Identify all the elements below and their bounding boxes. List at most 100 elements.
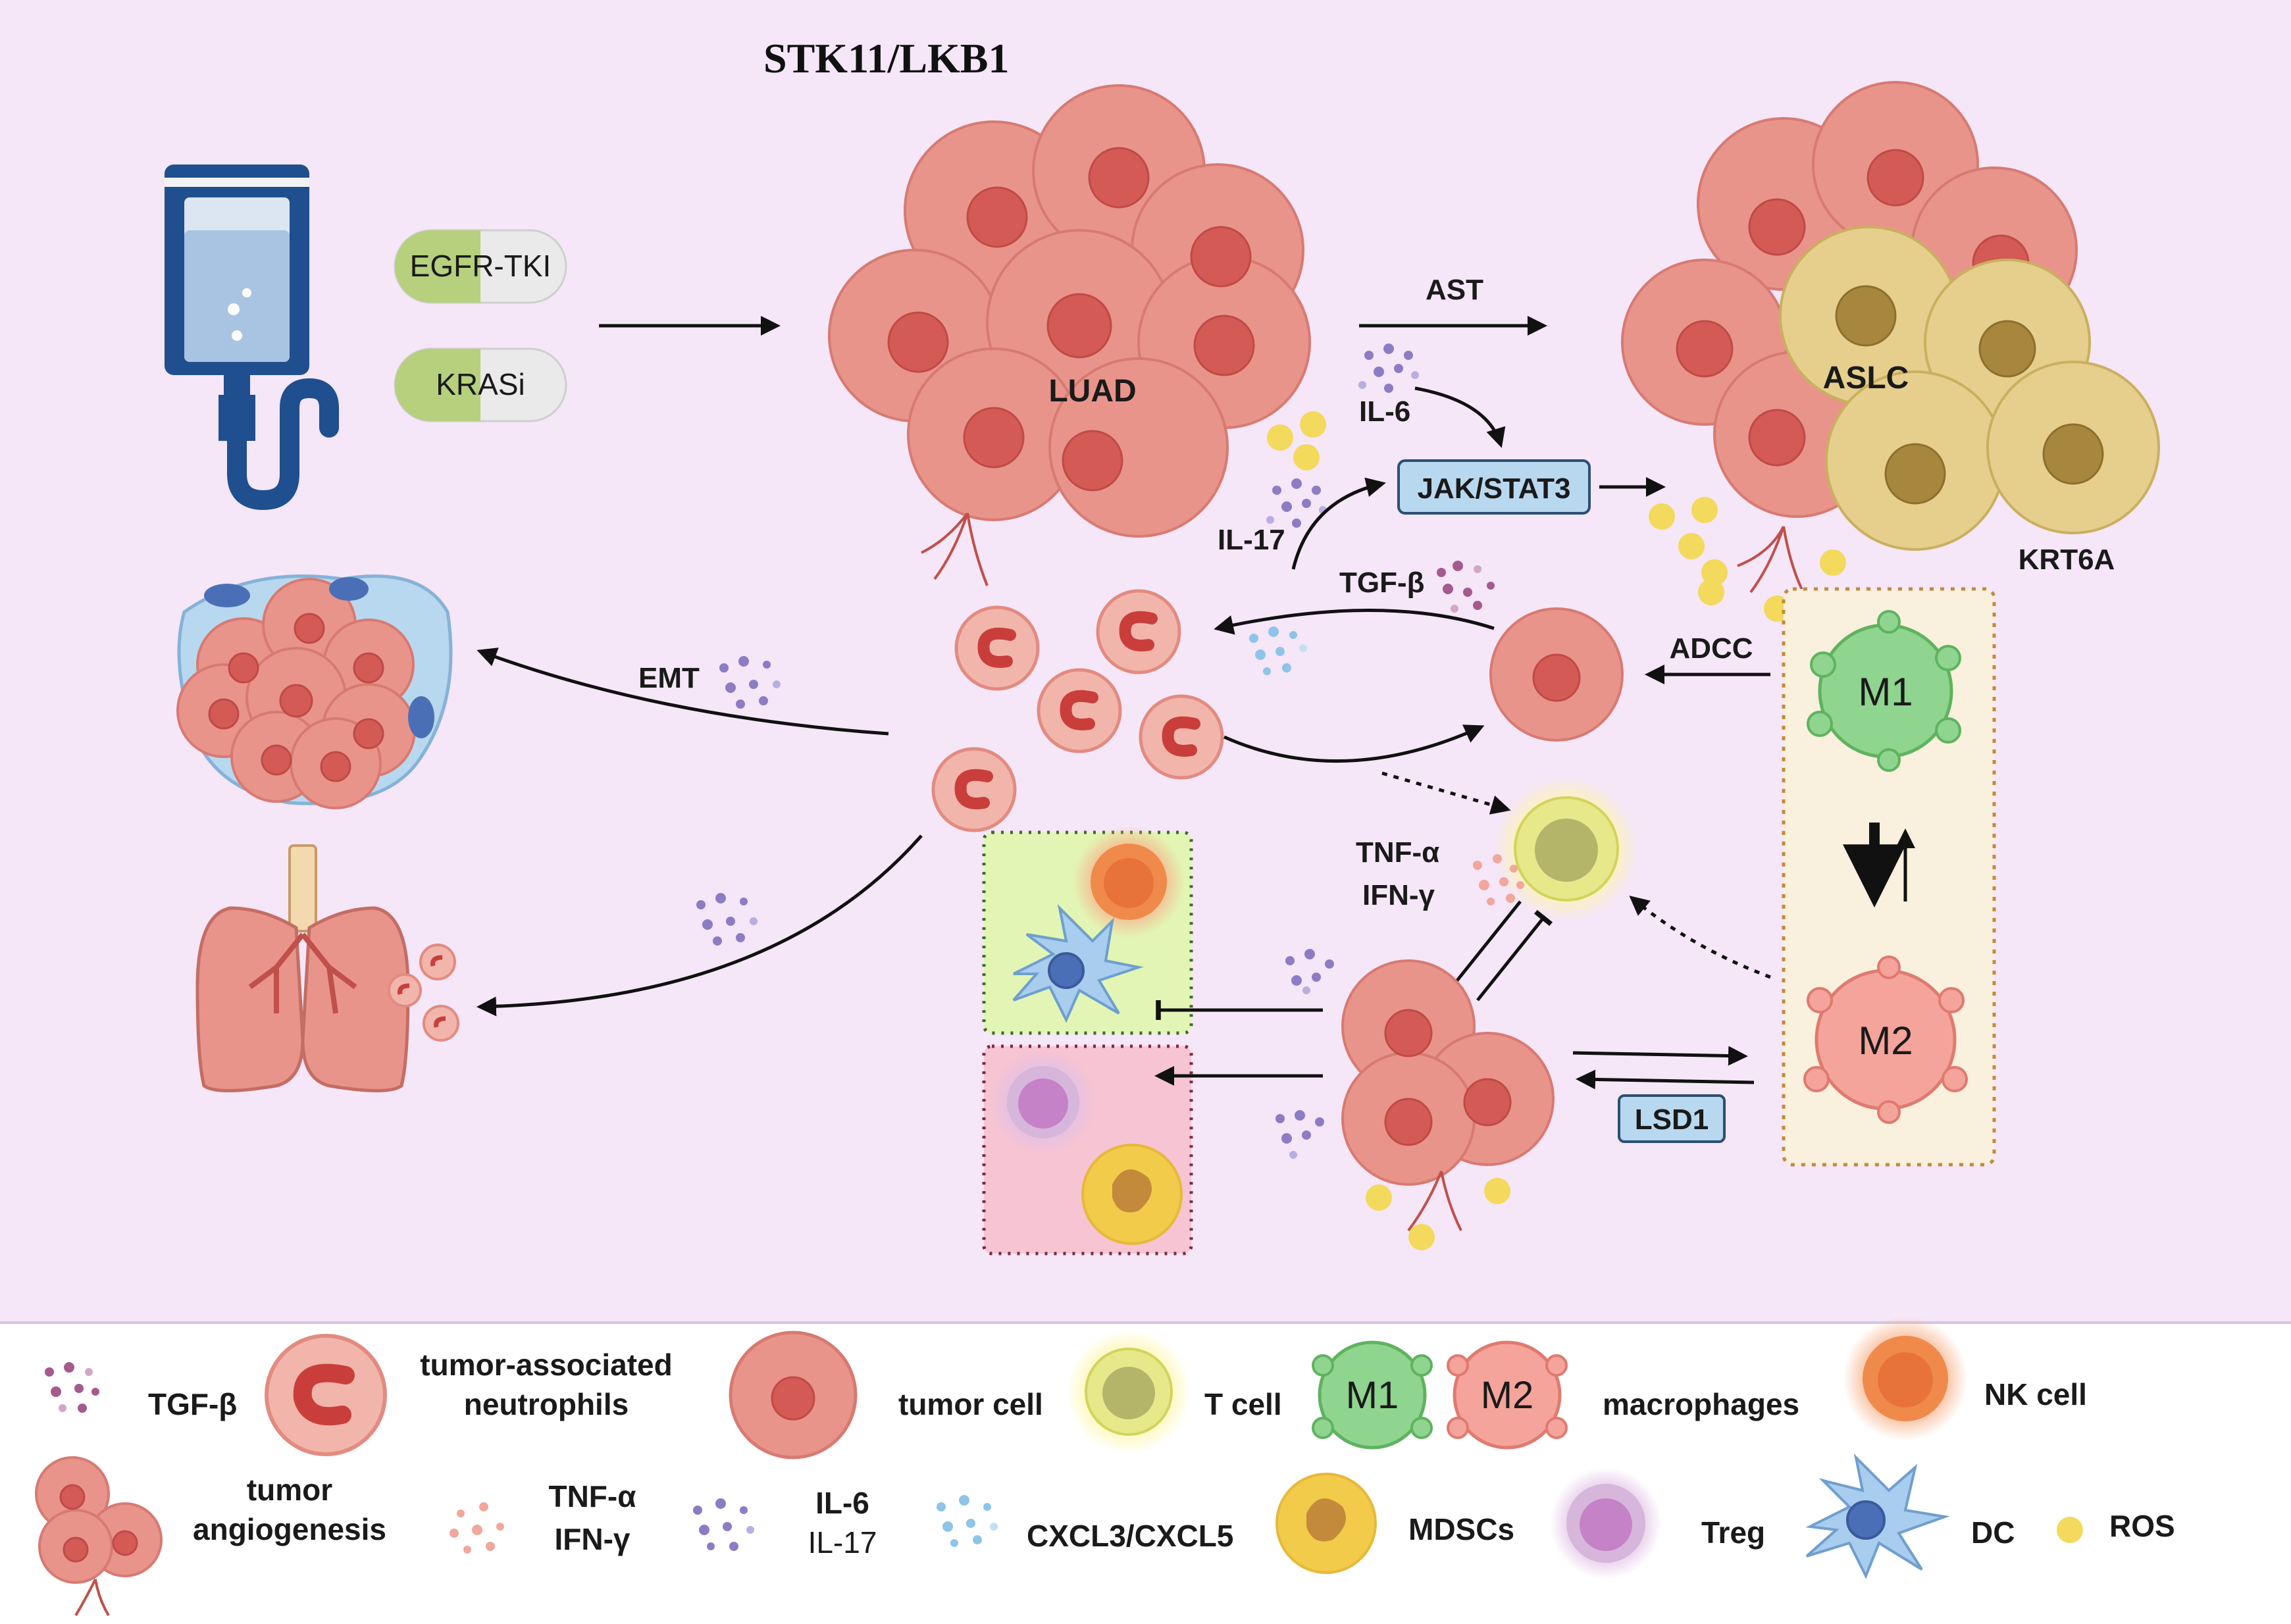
lsd1-label: LSD1 (1635, 1104, 1709, 1136)
lsd1-box (1618, 1094, 1726, 1143)
legend-mdsc-label: MDSCs (1408, 1512, 1514, 1546)
inhibit-tumor-to-tcell (1476, 909, 1553, 1002)
capsule-icon (394, 229, 567, 422)
legend-il17-label: IL-17 (808, 1525, 877, 1560)
arrow-neutrophils-to-lungs (476, 834, 923, 1017)
ros-dots-luad (1267, 411, 1326, 470)
ifn-label: IFN-γ (1362, 879, 1435, 911)
ros-dots-bottom (1366, 1178, 1510, 1250)
inhibit-tcell-to-tumor (1445, 900, 1522, 992)
ast-label: AST (1426, 274, 1483, 306)
emt-cluster (176, 574, 453, 809)
t-cell (1494, 776, 1639, 921)
lung-icon (195, 844, 459, 1092)
legend-tgfb-label: TGF-β (148, 1387, 237, 1421)
cxcl-dots (1249, 626, 1307, 675)
krasi-label: KRASi (436, 367, 525, 401)
legend-treg (1550, 1467, 1662, 1579)
legend-m2 (1447, 1340, 1568, 1450)
dc-cell (1012, 903, 1144, 1023)
aslc-vessels (1737, 526, 1805, 594)
legend-treg-label: Treg (1701, 1515, 1765, 1550)
legend-macrophages-label: macrophages (1603, 1387, 1799, 1421)
legend-mdsc (1275, 1473, 1377, 1574)
aslc-label: ASLC (1823, 361, 1909, 395)
tnf-label: TNF-α (1356, 836, 1439, 869)
adcc-label: ADCC (1669, 632, 1753, 665)
legend-angio-label-1: tumor (247, 1473, 332, 1507)
m2-macrophage (1803, 955, 1968, 1124)
legend-neutrophil (265, 1334, 387, 1456)
legend-dc-label: DC (1971, 1515, 2015, 1550)
egfr-tki-label: EGFR-TKI (410, 249, 552, 283)
m1-label: M1 (1858, 670, 1913, 714)
luad-label: LUAD (1048, 374, 1136, 409)
il17-label: IL-17 (1218, 524, 1285, 556)
legend-ros-label: ROS (2109, 1509, 2175, 1543)
luad-tumor-cluster (828, 84, 1311, 538)
tnf-dots (1473, 854, 1524, 905)
treg-cell (991, 1050, 1096, 1155)
legend-m1-label: M1 (1346, 1374, 1399, 1417)
legend-cxcl-dots (937, 1495, 998, 1547)
legend-tan-label-1: tumor-associated (420, 1348, 672, 1382)
legend-t-cell (1066, 1329, 1191, 1454)
jak-stat3-box (1397, 459, 1591, 515)
m2-label: M2 (1858, 1019, 1913, 1063)
arrow-neutrophils-to-emt (476, 647, 889, 736)
bottom-tumor-cluster (1341, 959, 1555, 1186)
jak-stat3-label: JAK/STAT3 (1417, 472, 1570, 505)
tumor-cell-single (1489, 607, 1624, 742)
legend-nk-label: NK cell (1984, 1377, 2087, 1411)
il17-dots (1266, 478, 1327, 528)
nk-cell (1073, 826, 1185, 938)
tgfb-label: TGF-β (1339, 567, 1425, 599)
legend-ros-dot (2057, 1517, 2083, 1543)
legend-tan-label-2: neutrophils (464, 1387, 629, 1421)
legend-il-dots (693, 1498, 754, 1551)
arrow-tumor-to-neutrophils (1214, 609, 1495, 635)
mdsc-cell (1081, 1144, 1183, 1245)
il-dots-inhibit (1285, 949, 1334, 994)
legend-t-cell-label: T cell (1204, 1387, 1282, 1421)
il-dots-treg (1275, 1110, 1324, 1159)
aslc-tumor-cluster (1621, 81, 2160, 551)
ros-dots-aslc (1649, 497, 1846, 622)
arrow-il6-to-jak (1414, 386, 1506, 448)
legend-nk-cell (1843, 1316, 1968, 1441)
arrow-il17-to-jak (1291, 477, 1386, 570)
arrow-m2-to-tumor (1576, 1069, 1755, 1090)
emt-dots (719, 656, 781, 709)
legend-tgfb-dots (45, 1362, 99, 1413)
page-title: STK11/LKB1 (763, 35, 1009, 82)
legend-cxcl-label: CXCL3/CXCL5 (1027, 1519, 1233, 1553)
arrow-tumor-to-m2 (1572, 1046, 1748, 1066)
legend-ifn-label: IFN-γ (555, 1522, 631, 1556)
legend-angio (35, 1456, 163, 1584)
legend-tnf-label: TNF-α (548, 1479, 636, 1513)
legend-tumor-cell-label: tumor cell (898, 1387, 1043, 1421)
legend-m2-label: M2 (1481, 1374, 1534, 1417)
legend-il6-label: IL-6 (815, 1486, 869, 1520)
il6-dots (1358, 343, 1419, 393)
luad-vessels (921, 512, 989, 586)
arrow-neutrophils-to-tcell-dotted (1381, 771, 1511, 815)
neutrophil-group (931, 589, 1224, 832)
iv-bag-icon (165, 165, 339, 511)
legend-tnf-dots (450, 1502, 504, 1554)
legend-dc (1805, 1453, 1950, 1579)
legend-angio-label-2: angiogenesis (193, 1512, 386, 1546)
legend: TGF-β tumor-associated neutrophils tumor… (35, 1316, 2175, 1617)
legend-tumor-cell (729, 1331, 858, 1459)
arrow-neutrophils-to-tumor (1223, 724, 1485, 763)
tgfb-dots (1437, 561, 1495, 613)
legend-angio-vessels (74, 1579, 110, 1617)
il6-label: IL-6 (1359, 395, 1410, 428)
m1-macrophage (1807, 610, 1961, 772)
krt6a-label: KRT6A (2019, 544, 2115, 576)
metastasis-dots (696, 893, 758, 946)
legend-m1 (1312, 1340, 1433, 1450)
bottom-vessels (1407, 1171, 1462, 1232)
emt-label: EMT (638, 662, 700, 694)
